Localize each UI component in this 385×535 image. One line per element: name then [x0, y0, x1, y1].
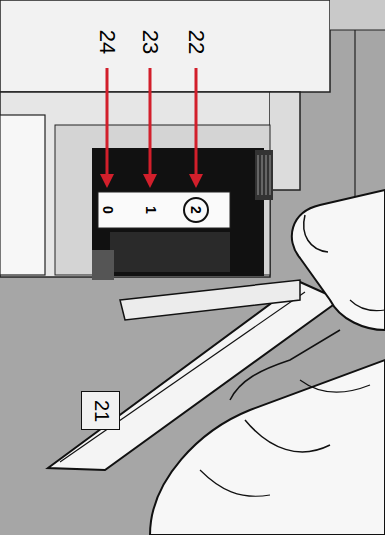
callout-number: 23 [137, 30, 163, 54]
callout-box: 21 [81, 391, 120, 430]
dial-mark: 1 [143, 206, 159, 214]
node-text: 2 [188, 206, 204, 214]
circled-dial-mark: 2 [183, 197, 209, 223]
dial-mark: 0 [100, 206, 116, 214]
node-text: 21 [89, 399, 112, 421]
callout-number: 22 [183, 30, 209, 54]
callout-number: 24 [94, 30, 120, 54]
